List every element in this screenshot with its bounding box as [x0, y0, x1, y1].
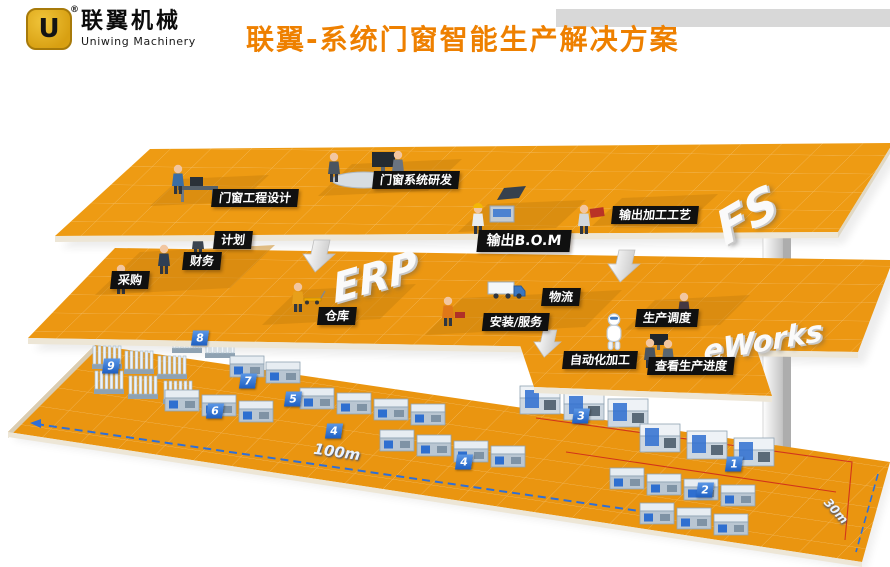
- area-badge-6: 6: [205, 403, 225, 419]
- area-badge-7: 7: [238, 373, 258, 389]
- red-laptop: [589, 207, 605, 218]
- label-warehouse: 仓库: [317, 307, 357, 325]
- area-badge-4a: 4: [324, 423, 344, 439]
- spec-panel: [497, 186, 526, 200]
- label-output-bom: 输出B.O.M: [476, 230, 572, 252]
- bom-terminal: [489, 205, 515, 223]
- area-badge-2: 2: [695, 482, 715, 498]
- label-purchase: 采购: [110, 271, 150, 289]
- label-system-rnd: 门窗系统研发: [372, 171, 460, 189]
- logo-u-icon: U ®: [26, 5, 79, 50]
- header: U ® 联翼机械 Uniwing Machinery 联翼-系统门窗智能生产解决…: [0, 0, 890, 64]
- area-badge-5: 5: [283, 391, 303, 407]
- registered-mark: ®: [70, 5, 79, 15]
- logo-glyph-letter: U: [38, 14, 60, 44]
- label-output-process: 输出加工工艺: [611, 206, 699, 224]
- area-badge-3: 3: [571, 408, 591, 424]
- label-view-progress: 查看生产进度: [647, 357, 735, 375]
- label-auto-machining: 自动化加工: [562, 351, 638, 369]
- company-name-en: Uniwing Machinery: [81, 34, 196, 48]
- label-dispatch: 生产调度: [635, 309, 699, 327]
- area-badge-9: 9: [101, 358, 121, 374]
- measure-line-30m: [855, 473, 879, 553]
- label-logistics: 物流: [541, 288, 581, 306]
- area-badge-1: 1: [724, 456, 744, 472]
- header-decor-bar: [556, 9, 890, 27]
- page-title: 联翼-系统门窗智能生产解决方案: [246, 23, 680, 56]
- company-name-cn: 联翼机械: [81, 9, 182, 35]
- company-name: 联翼机械 Uniwing Machinery: [81, 9, 196, 48]
- label-install-service: 安装/服务: [481, 313, 551, 331]
- label-door-engineering: 门窗工程设计: [211, 189, 299, 207]
- area-badge-8: 8: [190, 330, 210, 346]
- label-finance: 财务: [182, 252, 222, 270]
- uniwing-logo: U ® 联翼机械 Uniwing Machinery: [26, 5, 196, 50]
- label-plan: 计划: [213, 231, 253, 249]
- area-badge-4b: 4: [454, 454, 474, 470]
- toolbox: [455, 312, 465, 318]
